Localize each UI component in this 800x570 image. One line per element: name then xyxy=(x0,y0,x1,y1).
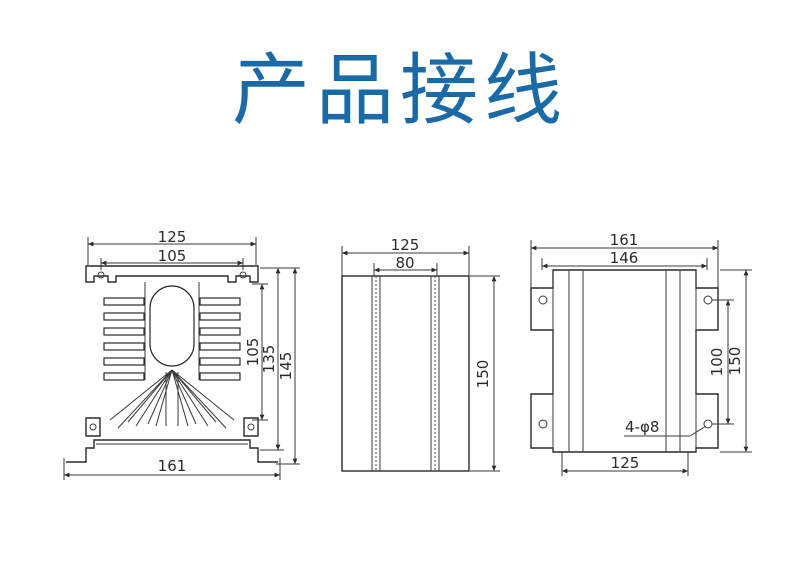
side-view: 125 80 150 xyxy=(341,236,500,472)
front-height-total-label: 145 xyxy=(277,352,295,381)
side-inner-width-label: 80 xyxy=(395,254,414,272)
front-bottom-width-label: 161 xyxy=(158,457,187,475)
back-outer-width-label: 161 xyxy=(610,231,639,249)
side-width-label: 125 xyxy=(391,236,420,254)
front-height-mid-label: 135 xyxy=(260,345,278,374)
back-inner-width-label: 146 xyxy=(610,249,639,267)
back-view: 161 146 4-φ8 125 100 150 xyxy=(530,231,752,476)
back-height-label: 150 xyxy=(726,347,744,376)
front-inner-width-label: 105 xyxy=(158,247,187,265)
front-top-width-label: 125 xyxy=(158,228,187,246)
page-title: 产品接线 xyxy=(231,46,568,136)
front-view: 125 105 xyxy=(63,228,300,480)
front-height-inner-label: 105 xyxy=(244,338,262,367)
back-hole-spacing-label: 100 xyxy=(708,348,726,377)
side-height-label: 150 xyxy=(474,360,492,389)
back-hole-label: 4-φ8 xyxy=(625,418,659,436)
back-bottom-width-label: 125 xyxy=(611,454,640,472)
